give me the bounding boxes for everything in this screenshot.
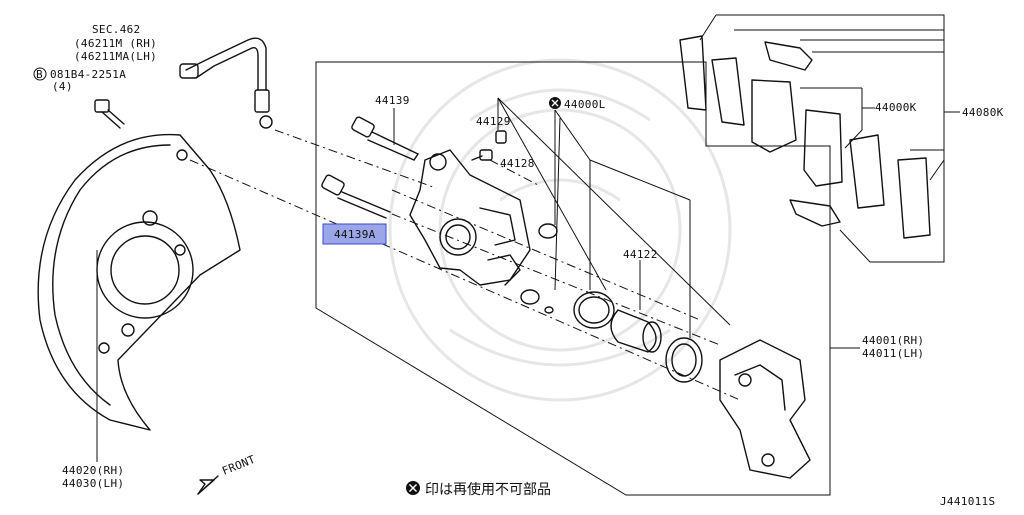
guide-pin-44139 [351, 116, 419, 161]
label-44139: 44139 [375, 94, 410, 107]
label-44000l: 44000L [564, 98, 606, 111]
label-front: FRONT [220, 453, 257, 478]
leader-lines [96, 97, 860, 462]
bleeder-screw [471, 130, 507, 161]
label-sec462: SEC.462 [92, 23, 140, 36]
label-44020-rh: 44020(RH) [62, 464, 124, 477]
piston-seal [573, 291, 615, 329]
piston [610, 309, 662, 353]
label-44129: 44129 [476, 115, 511, 128]
brake-hose [179, 37, 273, 129]
label-44000k: 44000K [875, 101, 917, 114]
label-44080k: 44080K [962, 106, 1004, 119]
caliper-body [409, 149, 531, 286]
watermark-logo [388, 58, 732, 402]
torque-member [719, 339, 811, 479]
label-44139a[interactable]: 44139A [334, 228, 376, 241]
brake-pads [751, 79, 843, 187]
pin-boots [520, 223, 558, 314]
pad-kit-bracket [699, 14, 960, 263]
bolt-callout: B 081B4-2251A (4) [33, 67, 126, 93]
label-44011-lh: 44011(LH) [862, 347, 924, 360]
footnote: 印は再使用不可部品 [406, 481, 551, 498]
label-44001-rh: 44001(RH) [862, 334, 924, 347]
label-sec462-rh: (46211M (RH) [74, 37, 157, 50]
dust-boot [665, 337, 703, 383]
pad-clips [764, 41, 841, 227]
diagram-code: J441011S [940, 495, 995, 508]
mounting-bolt [94, 99, 125, 129]
label-44030-lh: 44030(LH) [62, 477, 124, 490]
footnote-text: 印は再使用不可部品 [425, 481, 551, 498]
caliper-assembly-frame [315, 61, 831, 496]
label-sec462-lh: (46211MA(LH) [74, 50, 157, 63]
guide-pin-44139a [321, 174, 391, 219]
label-44000l-group: 44000L [549, 97, 606, 111]
bolt-circled-letter: B [36, 68, 43, 81]
backing-plate [37, 133, 241, 431]
label-bolt-code: 081B4-2251A [50, 68, 126, 81]
label-44122: 44122 [623, 248, 658, 261]
label-44139a-highlight[interactable]: 44139A [322, 223, 387, 245]
label-bolt-qty: (4) [52, 80, 73, 93]
front-indicator: FRONT [197, 453, 257, 495]
assembly-axis-lines [189, 129, 741, 401]
pad-shims-outer [679, 35, 931, 239]
label-44128: 44128 [500, 157, 535, 170]
